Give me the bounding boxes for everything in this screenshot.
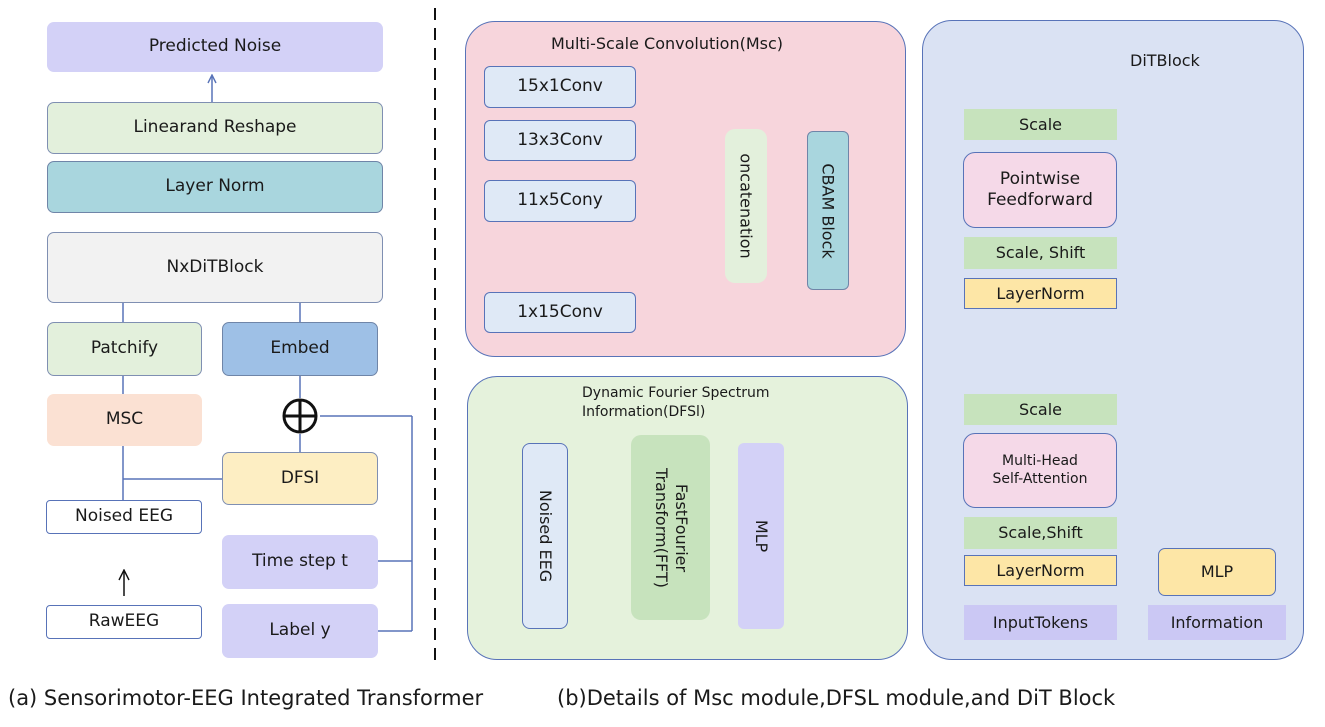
embed-box: Embed	[222, 322, 378, 376]
ff-label-line1: Pointwise	[999, 168, 1081, 189]
dfsi-title-line2: Information(DFSl)	[582, 404, 706, 420]
linear-reshape-box: Linearand Reshape	[47, 102, 383, 154]
caption-a: (a) Sensorimotor-EEG Integrated Transfor…	[8, 686, 484, 710]
msc-box: MSC	[47, 394, 202, 446]
label-y-box: Label y	[222, 604, 378, 658]
fft-label-line2: Transform(FFT)	[651, 467, 671, 588]
patchify-box: Patchify	[47, 322, 202, 376]
predicted-noise-box: Predicted Noise	[47, 22, 383, 72]
dit-layernorm-top-box: LayerNorm	[964, 278, 1117, 309]
multi-head-attention-box: Multi-Head Self-Attention	[963, 433, 1117, 508]
cbam-block-label: CBAM Block	[819, 162, 839, 259]
nx-dit-block-box: NxDiTBlock	[47, 232, 383, 303]
conv-11x5-box: 11x5Cony	[484, 180, 636, 222]
fft-label-line1: FastFourier	[671, 483, 691, 572]
dit-layernorm-bottom-box: LayerNorm	[964, 555, 1117, 586]
dit-scale-shift-bottom-box: Scale,Shift	[964, 517, 1117, 549]
information-box: Information	[1148, 605, 1286, 640]
noised-eeg-box: Noised EEG	[46, 500, 202, 534]
conv-13x3-box: 13x3Conv	[484, 120, 636, 161]
dfsi-noised-eeg-label: Noised EEG	[536, 489, 555, 583]
dit-scale-shift-top-box: Scale, Shift	[964, 237, 1117, 269]
caption-b: (b)Details of Msc module,DFSL module,and…	[557, 686, 1116, 710]
dit-scale-top-box: Scale	[964, 109, 1117, 140]
dfsi-mlp-box: MLP	[738, 443, 784, 629]
attn-label-line2: Self-Attention	[992, 470, 1088, 487]
input-tokens-box: InputTokens	[964, 605, 1117, 640]
oplus-left-icon	[282, 398, 318, 434]
raw-eeg-box: RawEEG	[46, 605, 202, 639]
dfsi-box: DFSI	[222, 452, 378, 505]
dfsi-title-line1: Dynamic Fourier Spectrum	[582, 385, 770, 401]
conv-15x1-box: 15x1Conv	[484, 66, 636, 108]
concatenation-box: oncatenation	[725, 129, 767, 283]
fft-label: FastFourier Transform(FFT)	[651, 468, 691, 588]
time-step-box: Time step t	[222, 535, 378, 589]
layer-norm-box: Layer Norm	[47, 161, 383, 213]
cbam-block-box: CBAM Block	[807, 131, 849, 290]
pointwise-feedforward-box: Pointwise Feedforward	[963, 152, 1117, 228]
dit-scale-bottom-box: Scale	[964, 394, 1117, 425]
attn-label-line1: Multi-Head	[1002, 453, 1078, 469]
fft-box: FastFourier Transform(FFT)	[631, 435, 710, 620]
concatenation-label: oncatenation	[737, 153, 756, 259]
dit-mlp-box: MLP	[1158, 548, 1276, 596]
dfsi-noised-eeg-box: Noised EEG	[522, 443, 568, 629]
dit-panel-title: DiTBlock	[1130, 51, 1200, 70]
ff-label-line2: Feedforward	[987, 190, 1093, 210]
conv-1x15-box: 1x15Conv	[484, 292, 636, 333]
dfsi-mlp-label: MLP	[752, 519, 771, 553]
msc-panel-title: Multi-Scale Convolution(Msc)	[551, 34, 784, 53]
